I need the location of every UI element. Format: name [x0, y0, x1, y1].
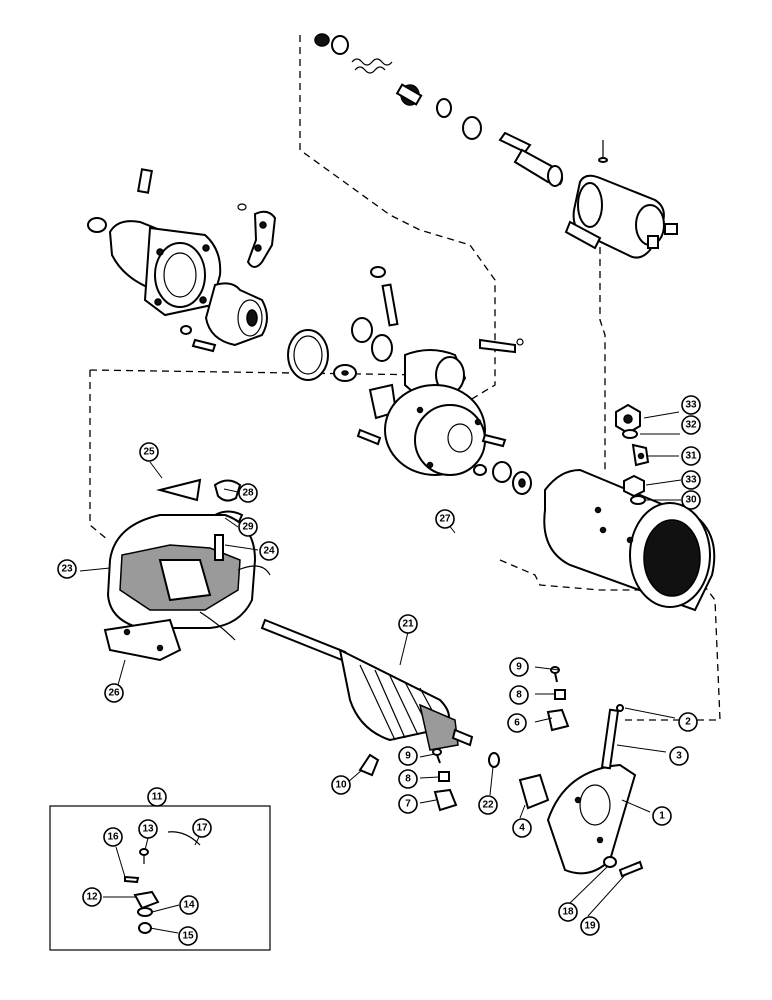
callout-10: 10 — [331, 775, 351, 795]
armature — [260, 618, 474, 751]
svg-text:9: 9 — [405, 751, 411, 762]
svg-text:19: 19 — [584, 921, 596, 932]
svg-text:33: 33 — [685, 400, 697, 411]
callout-26: 26 — [104, 683, 124, 703]
callout-8a: 8 — [509, 685, 529, 705]
callout-4: 4 — [512, 818, 532, 838]
callout-33a: 33 — [681, 395, 701, 415]
field-frame — [543, 468, 716, 612]
svg-text:13: 13 — [142, 824, 154, 835]
callout-23: 23 — [57, 559, 77, 579]
svg-text:18: 18 — [562, 907, 574, 918]
callout-25: 25 — [139, 442, 159, 462]
svg-text:3: 3 — [676, 751, 682, 762]
svg-text:24: 24 — [263, 546, 275, 557]
svg-text:29: 29 — [242, 522, 254, 533]
svg-text:31: 31 — [685, 451, 697, 462]
callout-7: 7 — [398, 794, 418, 814]
callout-29: 29 — [238, 517, 258, 537]
svg-text:9: 9 — [516, 662, 522, 673]
callout-31: 31 — [681, 446, 701, 466]
solenoid-plunger-parts — [314, 33, 564, 187]
callout-32: 32 — [681, 415, 701, 435]
brush-holder-kit-inset — [49, 805, 271, 951]
callout-28: 28 — [238, 483, 258, 503]
svg-text:6: 6 — [514, 718, 520, 729]
callout-6: 6 — [507, 713, 527, 733]
callout-9a: 9 — [509, 657, 529, 677]
solenoid-switch — [564, 140, 678, 259]
leader-lines — [79, 411, 682, 934]
svg-text:8: 8 — [516, 690, 522, 701]
svg-text:7: 7 — [405, 799, 411, 810]
callouts: 1 2 3 4 6 7 8 8 9 9 10 11 12 13 14 15 16… — [57, 395, 701, 946]
drive-housing — [87, 168, 222, 353]
callout-15: 15 — [178, 926, 198, 946]
callout-2: 2 — [678, 712, 698, 732]
callout-12: 12 — [82, 887, 102, 907]
callout-18: 18 — [558, 902, 578, 922]
svg-text:25: 25 — [143, 447, 155, 458]
svg-text:21: 21 — [402, 619, 414, 630]
callout-11: 11 — [147, 787, 167, 807]
callout-19: 19 — [580, 916, 600, 936]
callout-22: 22 — [478, 795, 498, 815]
svg-text:14: 14 — [183, 900, 195, 911]
insulator-strip — [103, 618, 182, 662]
svg-text:22: 22 — [482, 800, 494, 811]
svg-text:12: 12 — [86, 892, 98, 903]
callout-13: 13 — [138, 819, 158, 839]
svg-text:16: 16 — [107, 832, 119, 843]
callout-9b: 9 — [398, 746, 418, 766]
field-coil-assembly — [106, 478, 271, 641]
callout-21: 21 — [398, 614, 418, 634]
callout-16: 16 — [103, 827, 123, 847]
svg-text:4: 4 — [519, 823, 525, 834]
svg-text:8: 8 — [405, 774, 411, 785]
svg-text:1: 1 — [659, 811, 665, 822]
svg-text:15: 15 — [182, 931, 194, 942]
callout-33b: 33 — [681, 470, 701, 490]
svg-text:32: 32 — [685, 420, 697, 431]
svg-text:2: 2 — [685, 717, 691, 728]
svg-text:30: 30 — [685, 495, 697, 506]
callout-3: 3 — [669, 746, 689, 766]
svg-text:26: 26 — [108, 688, 120, 699]
brushes-and-holders — [358, 666, 570, 812]
svg-text:33: 33 — [685, 475, 697, 486]
callout-1: 1 — [652, 806, 672, 826]
callout-24: 24 — [259, 541, 279, 561]
end-plate — [546, 704, 644, 878]
svg-text:27: 27 — [439, 514, 451, 525]
svg-text:10: 10 — [335, 780, 347, 791]
commutator-end-frame — [356, 349, 532, 495]
svg-text:17: 17 — [196, 823, 208, 834]
svg-text:28: 28 — [242, 488, 254, 499]
svg-text:11: 11 — [152, 792, 163, 803]
svg-text:23: 23 — [61, 564, 73, 575]
callout-17: 17 — [192, 818, 212, 838]
callout-27: 27 — [435, 509, 455, 529]
callout-30: 30 — [681, 490, 701, 510]
shift-lever-and-pinion — [204, 203, 277, 347]
washers-and-bushings — [287, 266, 524, 420]
callout-14: 14 — [179, 895, 199, 915]
terminal-hardware — [615, 403, 650, 505]
callout-8b: 8 — [398, 769, 418, 789]
